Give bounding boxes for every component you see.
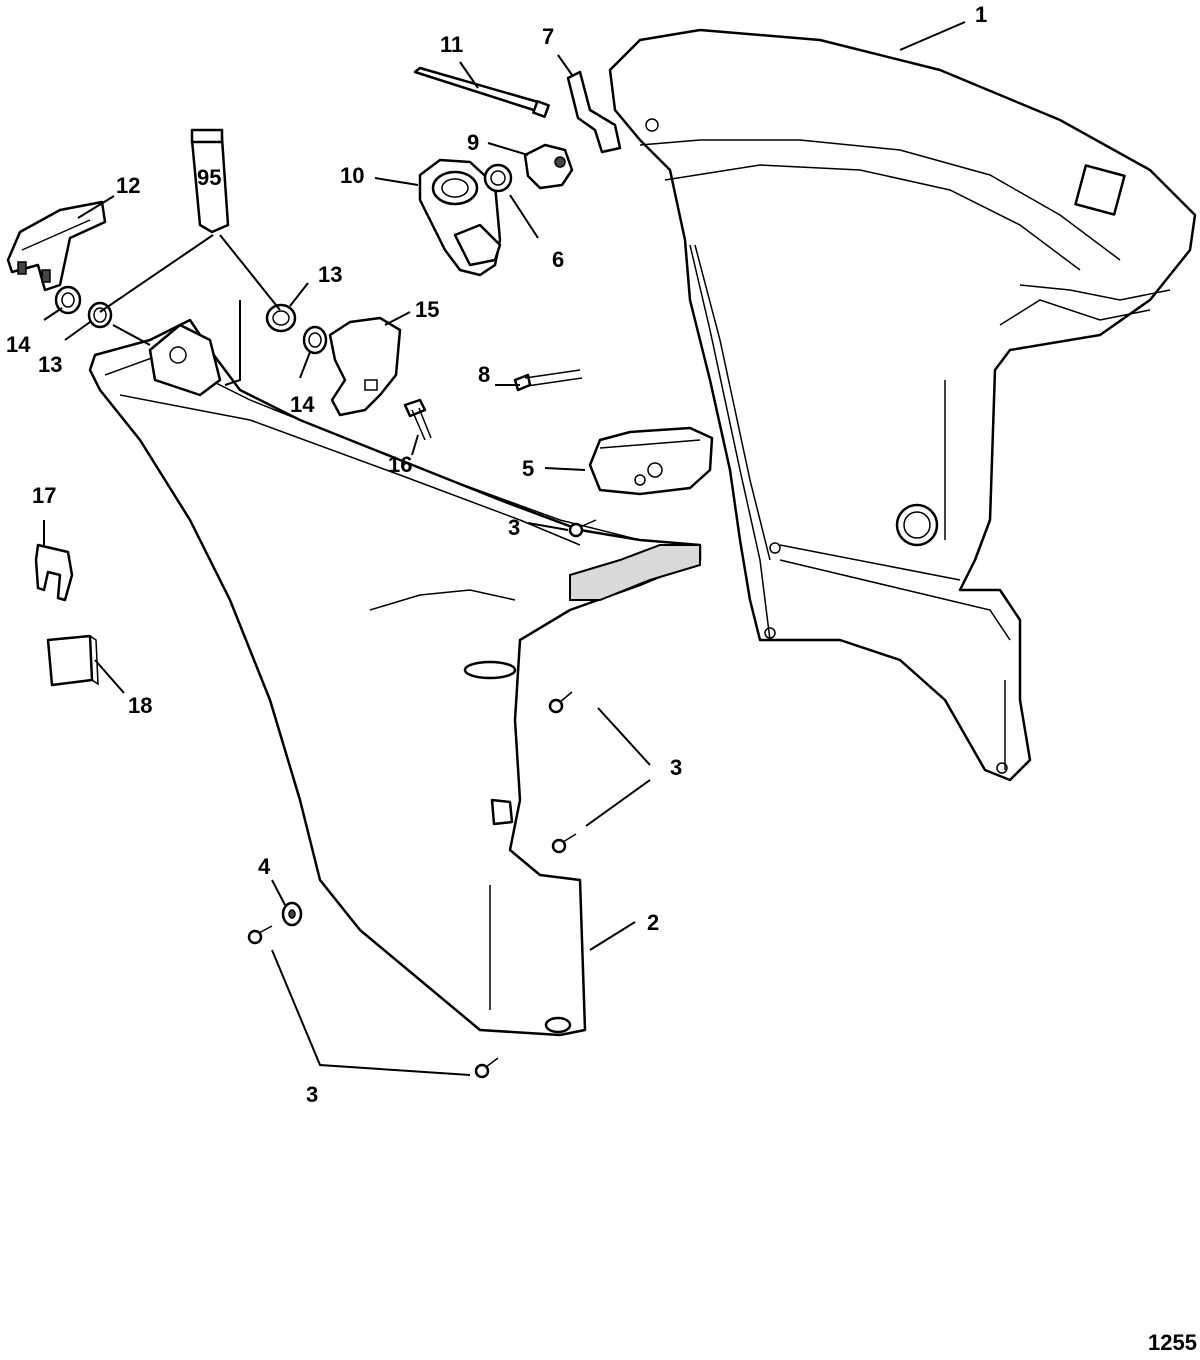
part-14-washer-left <box>54 285 82 315</box>
callout-12: 12 <box>116 173 140 198</box>
tube-label: 95 <box>197 165 221 190</box>
part-3-screw-b <box>548 691 573 714</box>
callout-5: 5 <box>522 456 534 481</box>
part-7-bracket <box>566 70 622 154</box>
figure-number: 1255 <box>1148 1330 1197 1355</box>
callout-8: 8 <box>478 362 490 387</box>
callout-17: 17 <box>32 483 56 508</box>
callout-18: 18 <box>128 693 152 718</box>
callout-13-right: 13 <box>318 262 342 287</box>
callout-1: 1 <box>975 2 987 27</box>
callout-6: 6 <box>552 247 564 272</box>
callout-9: 9 <box>467 130 479 155</box>
sealant-tube: 95 <box>190 128 230 234</box>
callout-13-left: 13 <box>38 352 62 377</box>
part-15-latch-plate <box>328 316 402 417</box>
part-12-handle <box>6 200 107 292</box>
part-3-screw-a <box>568 519 597 538</box>
part-17-clip <box>34 543 74 602</box>
part-13-bushing-right <box>265 303 297 333</box>
callout-3-bottom: 3 <box>306 1082 318 1107</box>
part-3-screw-c <box>551 833 577 854</box>
part-10-grommet-plate <box>418 158 502 277</box>
part-8-bolt <box>513 369 583 392</box>
part-2-port-cowl <box>88 318 702 1037</box>
callout-11: 11 <box>440 32 463 57</box>
callout-3-top: 3 <box>508 515 520 540</box>
part-5-latch-cover <box>588 426 714 496</box>
callout-7: 7 <box>542 24 554 49</box>
part-16-bolt <box>403 398 432 441</box>
part-9-plug <box>523 143 574 190</box>
callout-3-right: 3 <box>670 755 682 780</box>
leader-lines <box>43 21 966 1076</box>
part-3-screw-e <box>474 1057 499 1079</box>
part-6-washer <box>483 163 513 193</box>
part-1-starboard-cowl <box>608 28 1197 782</box>
callout-2: 2 <box>647 910 659 935</box>
callout-14-left: 14 <box>6 332 31 357</box>
part-3-screw-d <box>247 925 273 945</box>
part-14-washer-right <box>302 325 328 355</box>
callout-10: 10 <box>340 163 364 188</box>
callout-labels: 1 2 3 3 3 4 5 6 7 8 9 10 11 12 13 13 14 … <box>6 2 987 1107</box>
part-4-washer <box>281 901 303 927</box>
callout-15: 15 <box>415 297 439 322</box>
callout-16: 16 <box>388 452 412 477</box>
part-11-tie-strap <box>413 66 550 118</box>
part-18-plug <box>46 634 99 687</box>
callout-4: 4 <box>258 854 271 879</box>
callout-14-right: 14 <box>290 392 315 417</box>
